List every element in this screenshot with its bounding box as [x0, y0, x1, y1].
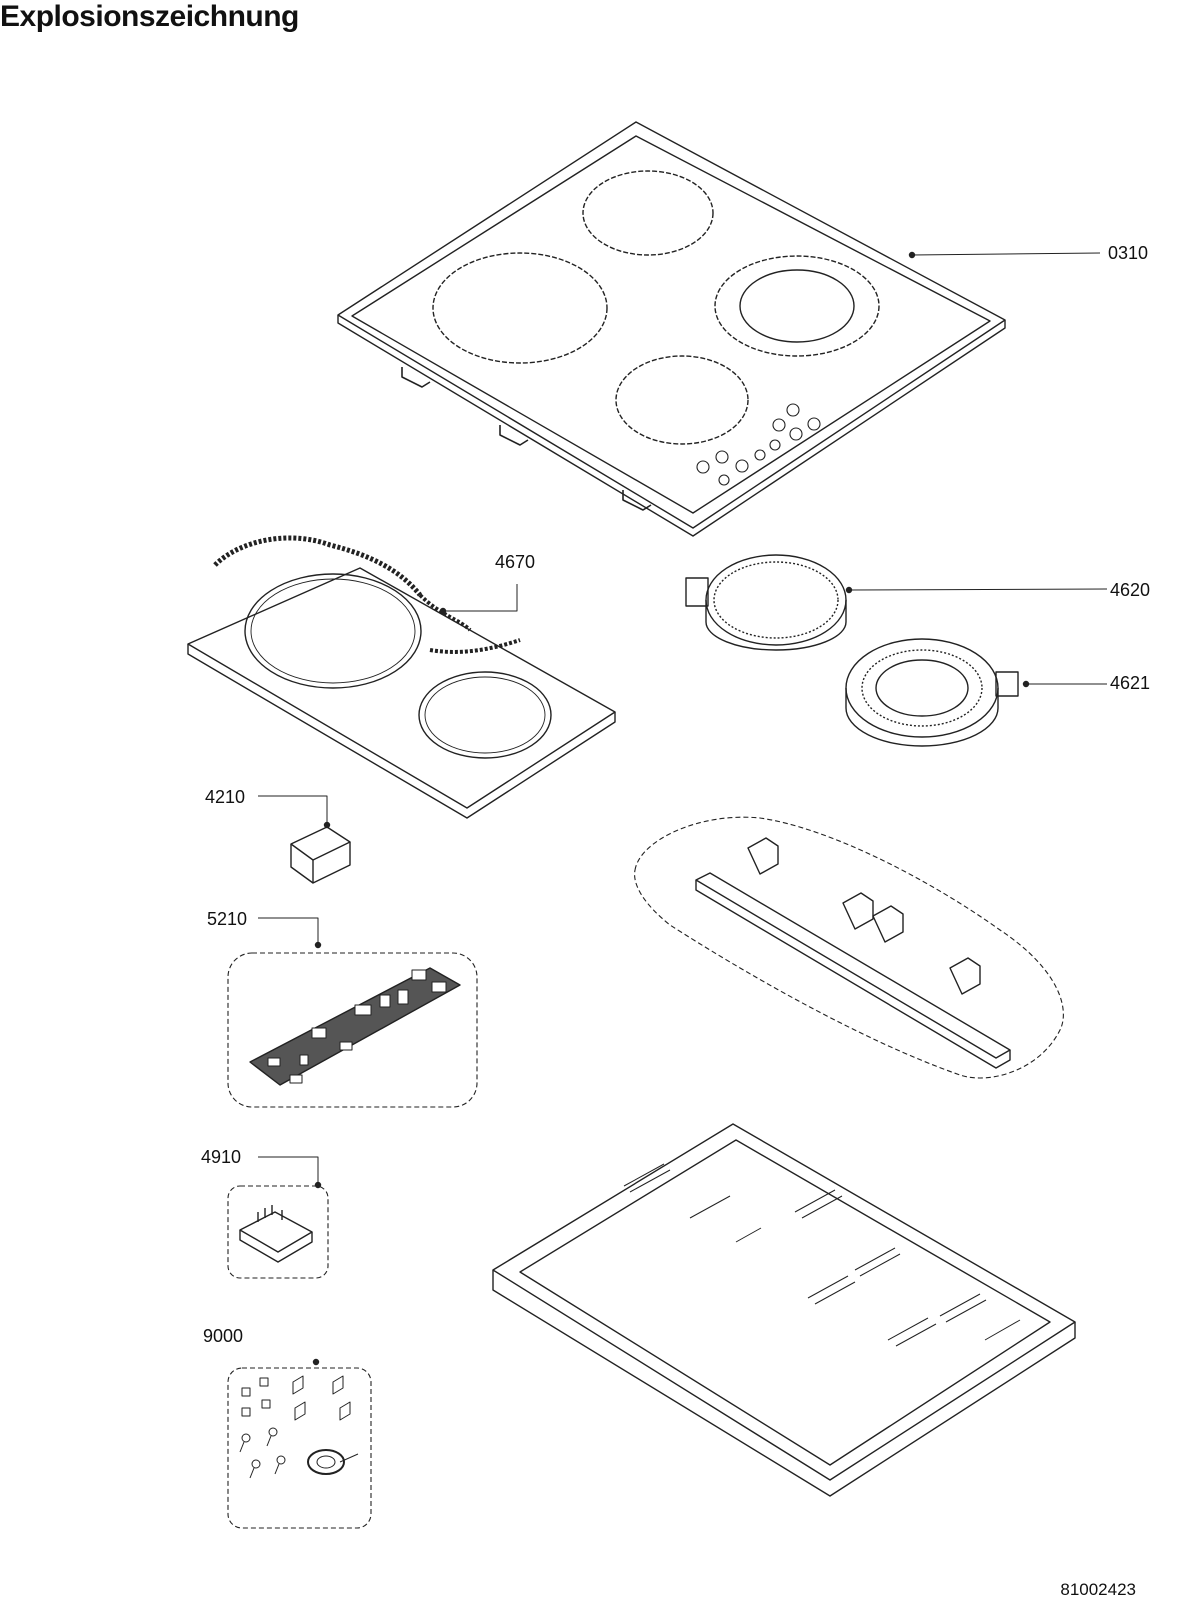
part-label-5210: 5210 — [207, 909, 248, 929]
part-label-4910: 4910 — [201, 1147, 242, 1167]
document-number: 81002423 — [1060, 1580, 1136, 1599]
page-title: Explosionszeichnung — [0, 0, 299, 33]
glass-ceramic-top — [338, 122, 1100, 536]
electronic-board — [228, 918, 477, 1107]
part-label-9000: 9000 — [203, 1326, 244, 1346]
heating-element-carrier — [188, 538, 615, 818]
part-label-4621: 4621 — [1110, 673, 1151, 693]
terminal-block — [228, 1157, 328, 1278]
part-label-4210: 4210 — [205, 787, 246, 807]
transformer — [258, 796, 350, 883]
part-label-4620: 4620 — [1110, 580, 1151, 600]
bracket-rail — [635, 817, 1064, 1078]
radiant-heater-ring — [686, 555, 1107, 650]
part-label-4670: 4670 — [495, 552, 536, 572]
fixing-kit — [228, 1360, 371, 1529]
dual-radiant-heater-ring — [846, 639, 1107, 746]
part-label-0310: 0310 — [1108, 243, 1149, 263]
bottom-tray — [493, 1124, 1075, 1496]
